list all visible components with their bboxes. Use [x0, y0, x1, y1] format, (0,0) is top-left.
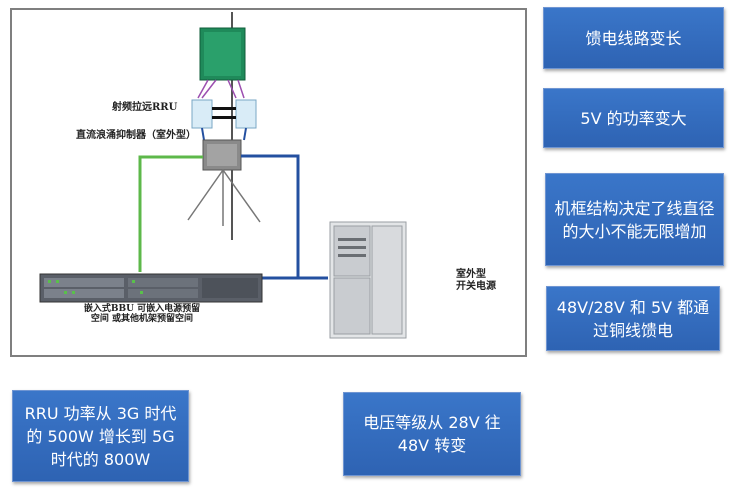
power-feed-diagram	[39, 12, 407, 339]
antenna-face	[204, 32, 241, 76]
cabinet-lower-bay	[333, 277, 371, 335]
callout-5v-power: 5V 的功率变大	[543, 88, 724, 148]
rru-right	[235, 99, 257, 129]
green-cable	[138, 155, 203, 272]
tripod	[187, 169, 261, 226]
rf-jumpers	[197, 79, 245, 99]
bbu-slot-5	[202, 278, 258, 298]
cabinet-module-3	[338, 254, 366, 257]
bbu-slot-4	[128, 289, 198, 298]
cabinet-label: 室外型 开关电源	[456, 269, 496, 292]
callout-voltage-level: 电压等级从 28V 往 48V 转变	[343, 392, 521, 476]
bbu-leds	[48, 280, 143, 294]
callout-text: 机框结构决定了线直径的大小不能无限增加	[554, 198, 715, 241]
surge-protector-face	[207, 144, 237, 166]
bbu-slot-1	[44, 278, 124, 287]
surge-label: 直流浪涌抑制器（室外型）	[76, 130, 196, 141]
cabinet-module-2	[338, 246, 366, 249]
callout-text: RRU 功率从 3G 时代的 500W 增长到 5G 时代的 800W	[24, 403, 177, 469]
diagram-panel: 射频拉远RRU 直流浪涌抑制器（室外型） 嵌入式BBU 可嵌入电源预留空间 或其…	[10, 8, 527, 357]
rru-label: 射频拉远RRU	[112, 102, 178, 113]
callout-text: 48V/28V 和 5V 都通过铜线馈电	[556, 297, 710, 340]
callout-copper-feed: 48V/28V 和 5V 都通过铜线馈电	[546, 286, 720, 351]
callout-rru-power: RRU 功率从 3G 时代的 500W 增长到 5G 时代的 800W	[12, 390, 189, 482]
callout-text: 5V 的功率变大	[580, 108, 687, 128]
callout-frame-structure: 机框结构决定了线直径的大小不能无限增加	[545, 173, 724, 266]
cabinet-door	[371, 225, 403, 335]
cabinet-module-1	[338, 238, 366, 241]
rru-bracket-bottom	[212, 116, 236, 119]
callout-feeder-longer: 馈电线路变长	[543, 7, 724, 69]
cabinet-upper-bay	[333, 225, 371, 277]
bbu-slot-2	[44, 289, 124, 298]
rru-feed-cables	[201, 127, 247, 141]
blue-cable-cabinet	[241, 154, 328, 280]
rru-bracket-top	[212, 107, 236, 110]
bbu-label: 嵌入式BBU 可嵌入电源预留空间 或其他机架预留空间	[83, 304, 201, 324]
callout-text: 馈电线路变长	[585, 28, 682, 48]
bbu-slot-3	[128, 278, 198, 287]
callout-text: 电压等级从 28V 往 48V 转变	[363, 413, 501, 455]
rru-left	[191, 99, 213, 129]
